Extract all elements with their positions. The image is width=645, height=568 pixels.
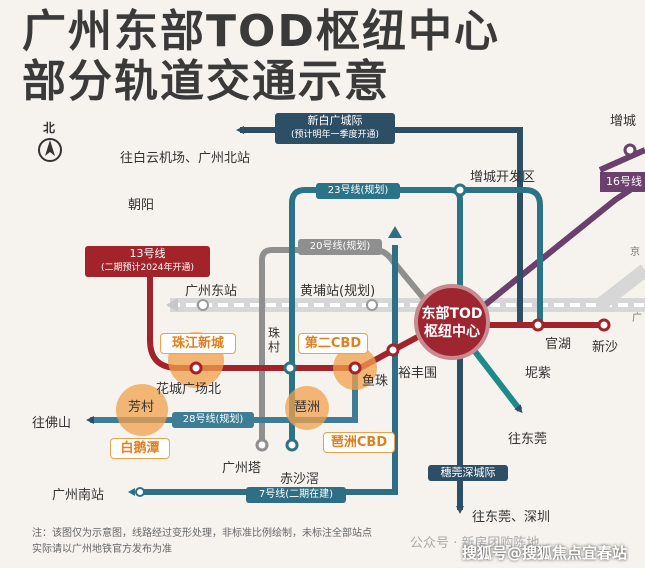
badge-line16: 16号线 bbox=[600, 172, 645, 192]
hub-circle bbox=[414, 284, 490, 360]
line7-path bbox=[140, 245, 398, 495]
badge-xinbai-sub: (预计明年一季度开通) bbox=[290, 130, 380, 140]
note-line1: 注：该图仅为示意图，线路经过变形处理，非标准比例绘制，未标注全部站点 bbox=[32, 528, 372, 539]
station-gz-tower bbox=[255, 438, 269, 452]
label-xinsha: 新沙 bbox=[592, 340, 619, 355]
label-baietan: 白鹅潭 bbox=[110, 438, 170, 459]
label-chishagang: 赤沙滘 bbox=[280, 472, 320, 487]
badge-xinbai: 新白广城际 (预计明年一季度开通) bbox=[275, 113, 395, 144]
station-xinsha bbox=[597, 318, 611, 332]
badge-line23: 23号线(规划) bbox=[316, 183, 400, 199]
watermark-sohu: 搜狐号@搜狐焦点宜春站 bbox=[462, 544, 628, 562]
map-title-line1: 广州东部TOD枢纽中心 bbox=[22, 6, 500, 57]
label-guang: 广 bbox=[632, 313, 642, 324]
station-zengcheng bbox=[623, 143, 637, 157]
label-jing: 京 bbox=[630, 247, 640, 258]
label-dg-sz: 往东莞、深圳 bbox=[472, 510, 551, 525]
label-yuzhu: 鱼珠 bbox=[362, 374, 389, 389]
compass-label: 北 bbox=[43, 120, 55, 135]
label-zhujiang: 珠江新城 bbox=[160, 333, 236, 354]
badge-line28: 28号线(规划) bbox=[172, 412, 254, 428]
station-guanhu bbox=[531, 318, 545, 332]
hub-label-2: 枢纽中心 bbox=[424, 323, 480, 340]
label-baiyun: 往白云机场、广州北站 bbox=[120, 151, 251, 166]
badge-line13: 13号线 (二期预计2024年开通) bbox=[85, 246, 210, 277]
label-cbd2: 第二CBD bbox=[298, 333, 368, 354]
label-gz-east: 广州东站 bbox=[185, 284, 238, 299]
watermark-public: 公众号 · 新房团购陈地 bbox=[410, 536, 540, 551]
map-title-line2: 部分轨道交通示意 bbox=[22, 56, 390, 107]
badge-line7: 7号线(二期在建) bbox=[246, 487, 346, 503]
badge-suiguan: 穗莞深城际 bbox=[428, 465, 508, 481]
label-guanhu: 官湖 bbox=[545, 337, 572, 352]
label-pazhou: 琶洲 bbox=[294, 400, 321, 415]
label-zengcheng-dev: 增城开发区 bbox=[470, 170, 536, 185]
badge-line20: 20号线(规划) bbox=[298, 239, 382, 255]
label-chaoyang: 朝阳 bbox=[128, 198, 155, 213]
station-zengcheng-dev bbox=[453, 183, 467, 197]
label-dongguan: 往东莞 bbox=[508, 432, 548, 447]
badge-line13-sub: (二期预计2024年开通) bbox=[101, 263, 194, 273]
label-pazhoucbd: 琶洲CBD bbox=[323, 432, 395, 453]
station-chishagang bbox=[285, 438, 299, 452]
label-fangcun: 芳村 bbox=[128, 400, 155, 415]
station-yufengwei bbox=[386, 343, 400, 357]
label-gz-south: 广州南站 bbox=[52, 488, 105, 503]
label-huachengsq: 花城广场北 bbox=[156, 382, 222, 397]
line13-path bbox=[147, 255, 605, 371]
station-gz-south bbox=[135, 487, 145, 497]
label-huangpu: 黄埔站(规划) bbox=[300, 284, 376, 299]
rail-line bbox=[166, 264, 645, 312]
label-yufengwei: 裕丰围 bbox=[398, 366, 438, 381]
badge-xinbai-title: 新白广城际 bbox=[307, 114, 363, 127]
badge-line13-title: 13号线 bbox=[129, 247, 166, 260]
label-zengcheng: 增城 bbox=[610, 114, 637, 129]
compass-icon bbox=[38, 138, 62, 162]
label-foshan: 往佛山 bbox=[32, 416, 72, 431]
station-huangpu bbox=[366, 299, 378, 311]
label-gz-tower: 广州塔 bbox=[222, 461, 262, 476]
note-line2: 实际请以广州地铁官方发布为准 bbox=[32, 544, 172, 555]
label-zhucun: 珠 村 bbox=[268, 326, 281, 354]
zone-pazhou bbox=[285, 386, 329, 430]
station-zhucun bbox=[283, 361, 297, 375]
hub-label-1: 东部TOD bbox=[421, 305, 482, 322]
station-guangzhou-east bbox=[197, 299, 209, 311]
label-nizi: 坭紫 bbox=[525, 366, 552, 381]
zone-baietan bbox=[116, 384, 168, 436]
dongguan-path bbox=[467, 343, 523, 414]
